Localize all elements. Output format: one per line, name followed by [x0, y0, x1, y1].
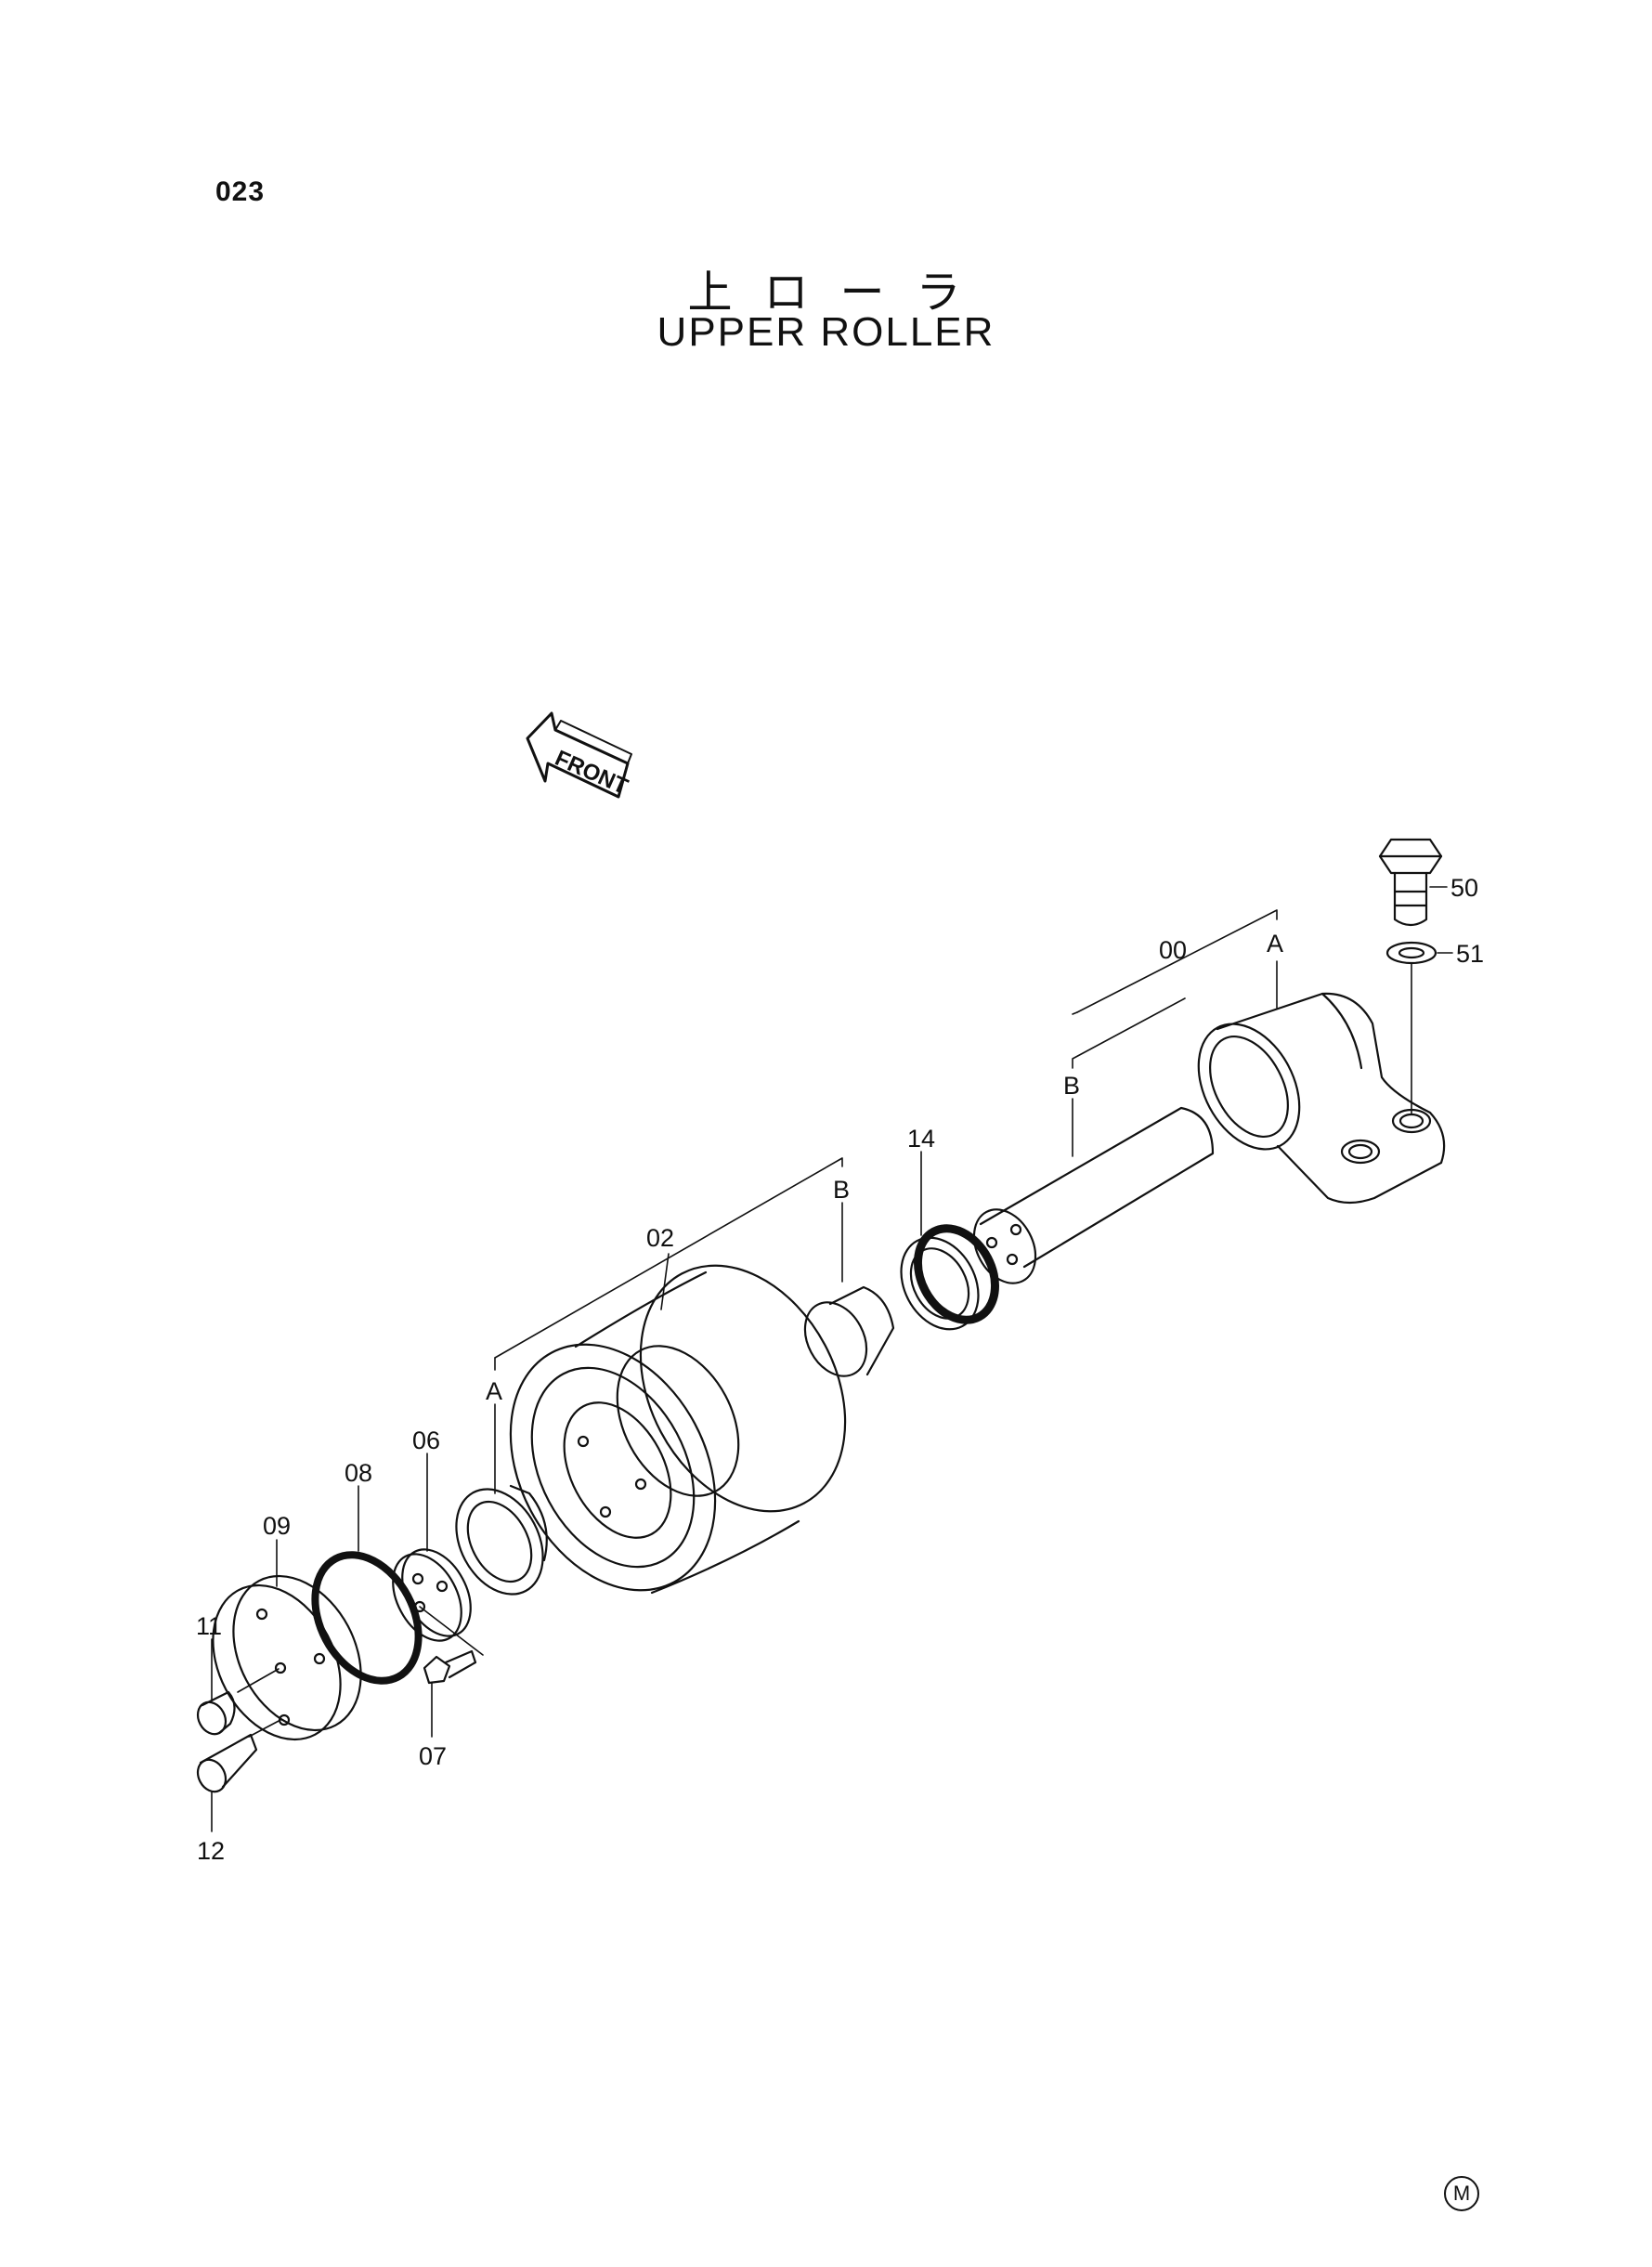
- bushing: [803, 1285, 895, 1377]
- front-arrow: FRONT: [526, 711, 632, 800]
- label-a-bracket: A: [1267, 930, 1283, 958]
- label-14: 14: [907, 1125, 935, 1153]
- leader-lines: [211, 886, 1453, 1832]
- label-02: 02: [646, 1224, 674, 1252]
- front-label: FRONT: [552, 746, 632, 800]
- plate-06: [392, 1548, 472, 1642]
- label-11: 11: [196, 1612, 222, 1640]
- label-a-collar: A: [486, 1377, 502, 1405]
- label-51: 51: [1456, 940, 1484, 968]
- floating-seal-14: [900, 1224, 999, 1331]
- callout-labels: 50 51 00 A B 14 B 02 A 06 08 09 11 07 12: [196, 874, 1484, 1865]
- label-07: 07: [419, 1742, 447, 1770]
- label-06: 06: [412, 1427, 440, 1454]
- circled-m-mark: M: [1444, 2176, 1479, 2211]
- page-number: 023: [215, 176, 266, 207]
- label-50: 50: [1450, 874, 1478, 902]
- thrust-collar: [455, 1484, 548, 1596]
- shaft: [972, 1106, 1215, 1284]
- label-00: 00: [1159, 936, 1187, 964]
- bolt-12: [196, 1719, 281, 1793]
- washer-51: [1385, 941, 1437, 965]
- title-english: UPPER ROLLER: [657, 309, 995, 355]
- o-ring-08: [311, 1551, 423, 1685]
- roller-02: [509, 1264, 847, 1595]
- bolt-50: [1378, 838, 1443, 927]
- cover-09: [212, 1574, 362, 1741]
- title-japanese: 上ローラ: [687, 267, 993, 319]
- label-09: 09: [263, 1512, 291, 1540]
- bracket: [1197, 992, 1446, 1205]
- label-12: 12: [197, 1837, 225, 1865]
- screw-07: [419, 1606, 484, 1685]
- label-b-bushing: B: [833, 1176, 850, 1204]
- label-08: 08: [345, 1459, 372, 1487]
- label-b-shaft: B: [1063, 1072, 1080, 1100]
- plug-11: [196, 1668, 280, 1736]
